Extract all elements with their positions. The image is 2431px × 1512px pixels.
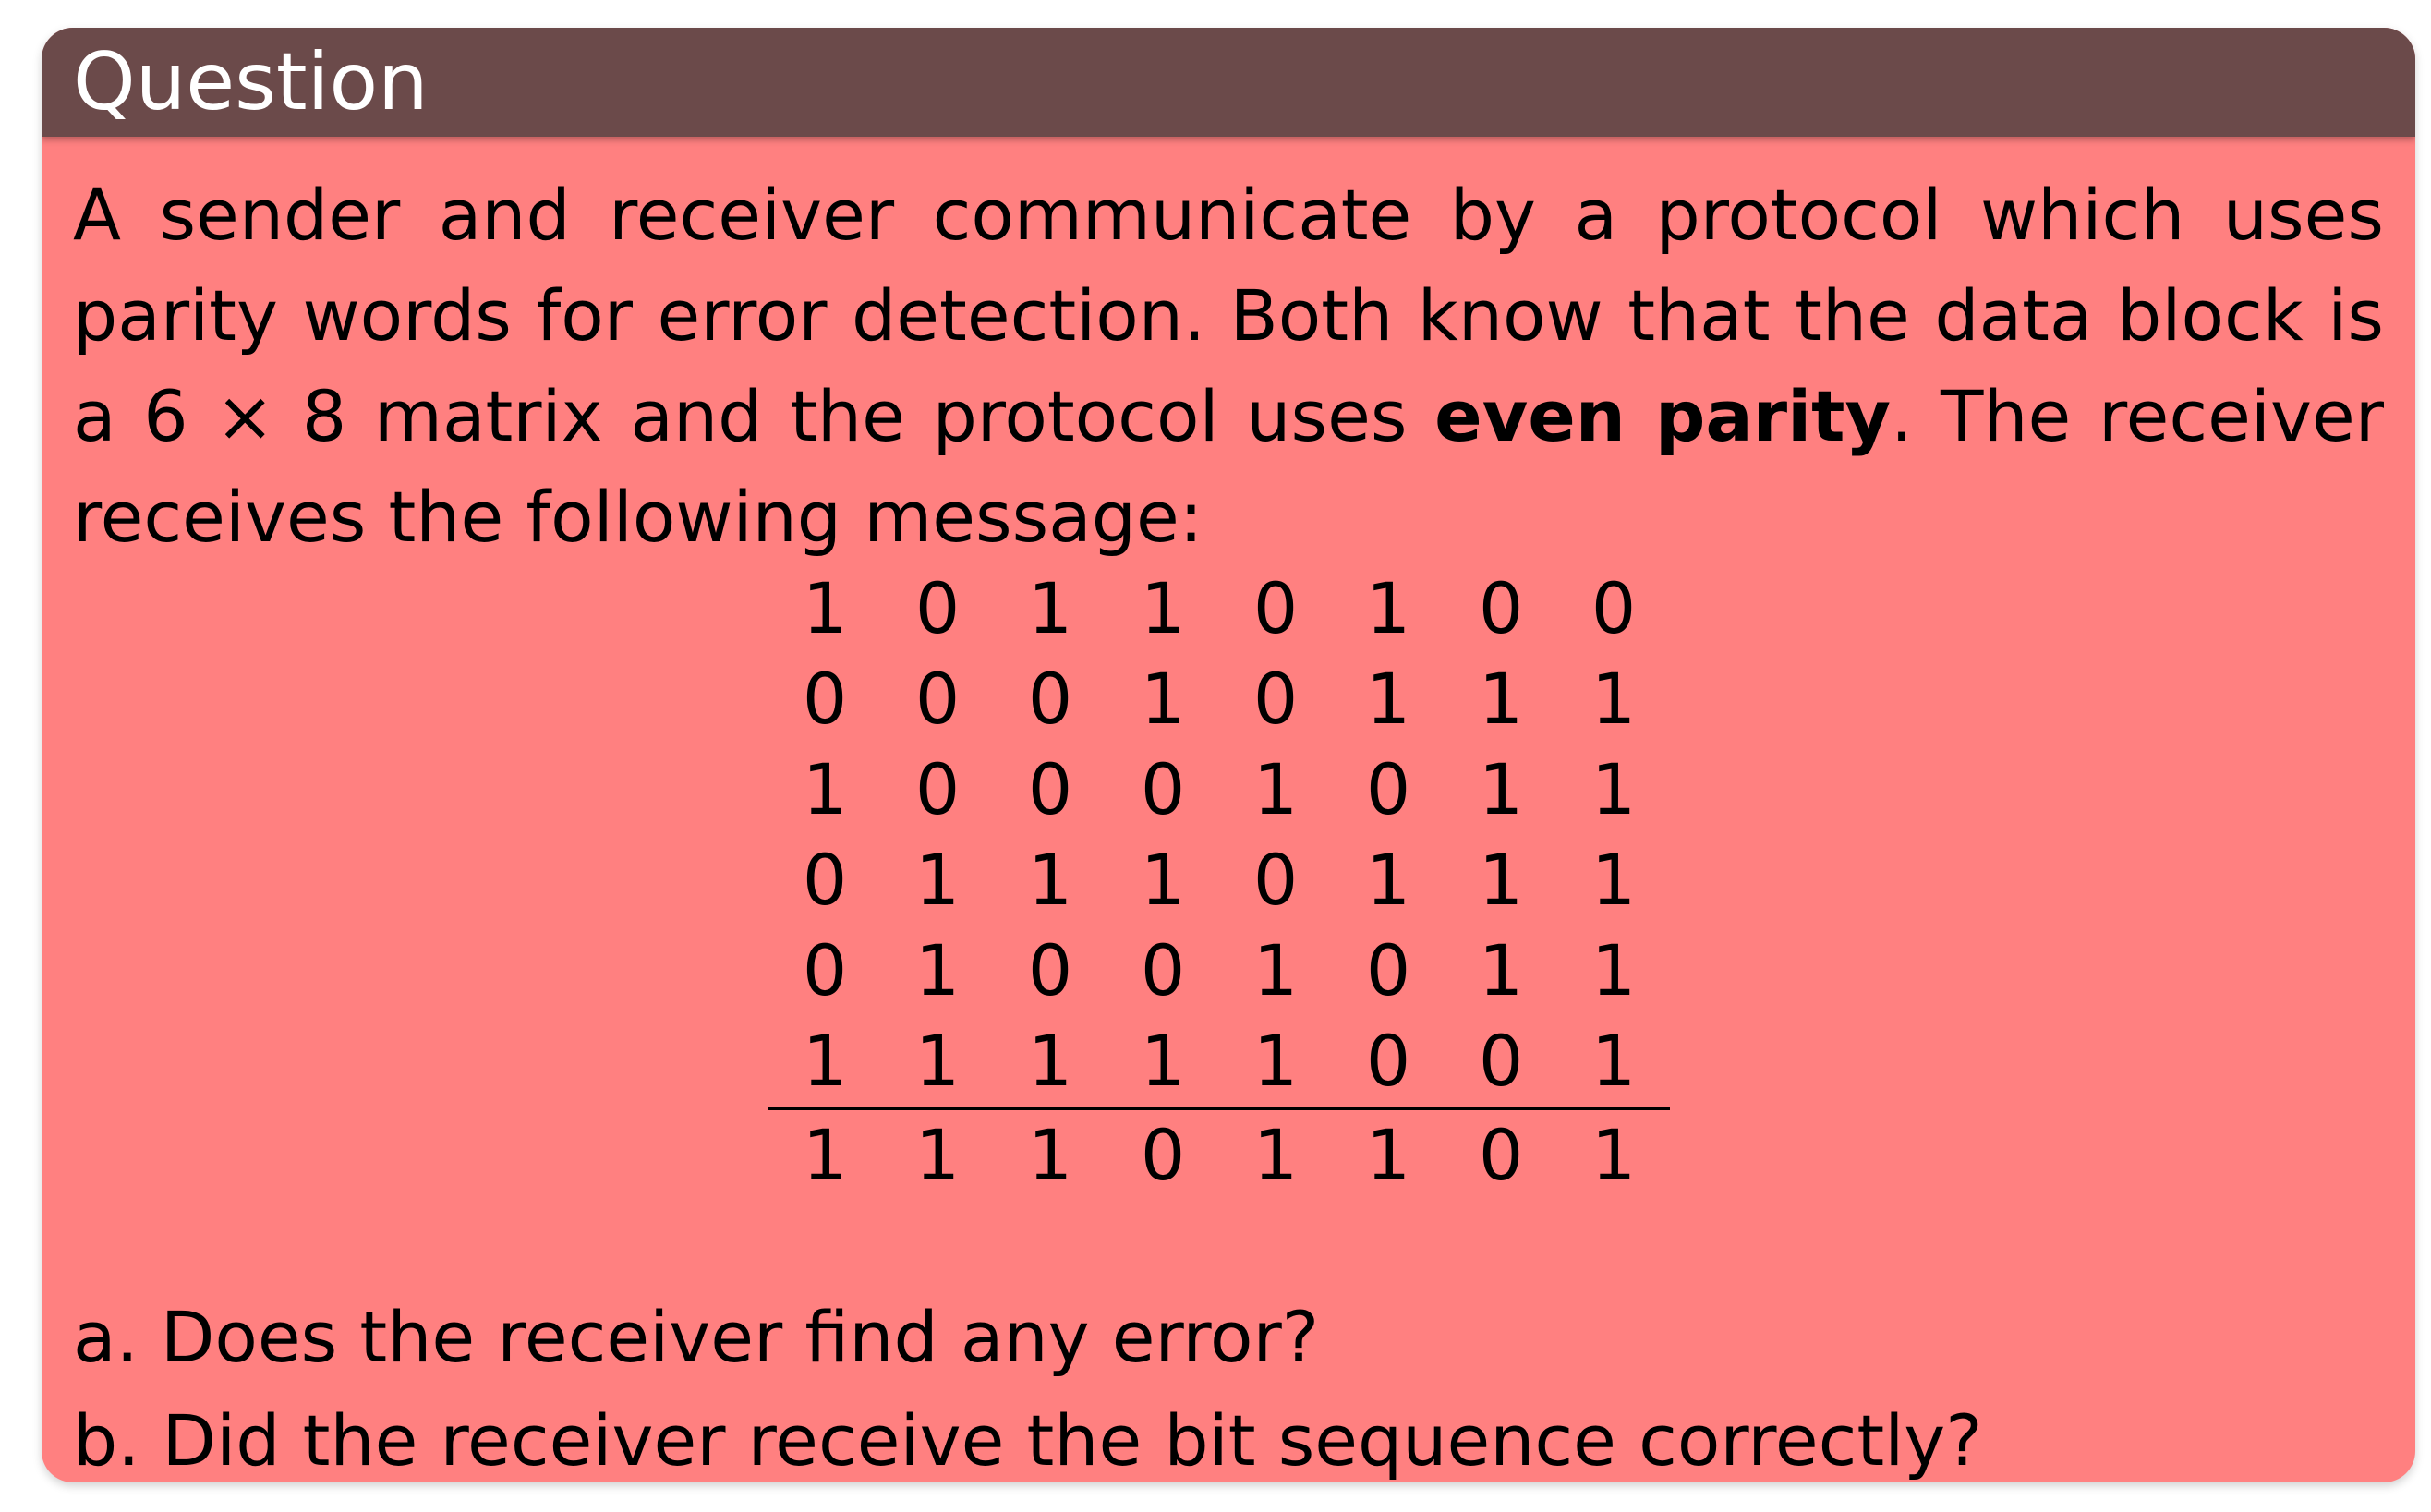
parity-cell: 0 [1445,1107,1557,1201]
bit-cell: 0 [914,658,961,740]
bit-cell: 0 [1027,748,1073,830]
bit-cell: 1 [1027,839,1073,921]
matrix-row: 1 1 1 1 1 0 0 1 [768,1016,1670,1108]
bit-cell: 0 [1478,1020,1524,1102]
matrix-row: 0 0 0 1 0 1 1 1 [768,654,1670,744]
parity-cell: 1 [881,1107,994,1201]
bit-matrix: 1 0 1 1 0 1 0 0 0 0 0 1 0 [768,563,1670,1201]
matrix-row: 1 0 1 1 0 1 0 0 [768,563,1670,654]
parity-cell: 1 [1557,1107,1670,1201]
bit-cell: 1 [1365,658,1411,740]
paragraph-bold: even parity [1434,375,1892,457]
bit-cell: 0 [1140,929,1186,1011]
bit-cell: 1 [1140,839,1186,921]
bit-cell: 1 [1590,748,1637,830]
question-b: b. Did the receiver receive the bit sequ… [73,1399,1983,1482]
parity-row: 1 1 1 0 1 1 0 1 [768,1107,1670,1201]
bit-cell: 1 [914,839,961,921]
bit-cell: 1 [1590,839,1637,921]
bit-cell: 1 [1027,567,1073,649]
parity-cell: 1 [1219,1107,1332,1201]
bit-cell: 1 [1140,1020,1186,1102]
bit-cell: 0 [1478,567,1524,649]
bit-cell: 1 [1478,748,1524,830]
bit-cell: 0 [802,839,848,921]
parity-cell: 1 [768,1107,881,1201]
bit-cell: 0 [1365,1020,1411,1102]
bit-cell: 1 [802,748,848,830]
bit-cell: 1 [802,567,848,649]
bit-cell: 0 [1027,658,1073,740]
question-block: Question A sender and receiver communica… [42,28,2415,1482]
paragraph-part2: . The receiver receives the following me… [73,375,2384,558]
block-title: Question [42,28,2415,137]
bit-cell: 1 [1365,839,1411,921]
bit-cell: 0 [1252,839,1299,921]
matrix-container: 1 0 1 1 0 1 0 0 0 0 0 1 0 [64,563,2375,1201]
question-paragraph: A sender and receiver communicate by a p… [73,164,2384,567]
matrix-row: 0 1 1 1 0 1 1 1 [768,835,1670,925]
bit-cell: 1 [802,1020,848,1102]
bit-cell: 0 [802,929,848,1011]
bit-cell: 1 [1140,658,1186,740]
matrix-row: 0 1 0 0 1 0 1 1 [768,925,1670,1016]
parity-cell: 0 [1107,1107,1219,1201]
bit-cell: 0 [802,658,848,740]
bit-cell: 0 [1252,567,1299,649]
bit-cell: 1 [1478,839,1524,921]
bit-cell: 0 [1365,929,1411,1011]
bit-cell: 1 [1590,658,1637,740]
bit-cell: 1 [1590,1020,1637,1102]
bit-cell: 0 [1365,748,1411,830]
bit-cell: 1 [1252,1020,1299,1102]
bit-cell: 0 [914,567,961,649]
question-a: a. Does the receiver find any error? [73,1296,1320,1378]
bit-cell: 1 [1590,929,1637,1011]
bit-cell: 1 [1027,1020,1073,1102]
bit-cell: 0 [1590,567,1637,649]
bit-cell: 1 [914,1020,961,1102]
parity-cell: 1 [1332,1107,1445,1201]
bit-cell: 1 [914,929,961,1011]
bit-cell: 1 [1252,748,1299,830]
bit-cell: 1 [1365,567,1411,649]
bit-cell: 1 [1252,929,1299,1011]
question-list: a. Does the receiver find any error? b. … [73,1286,2384,1482]
bit-cell: 1 [1478,658,1524,740]
bit-cell: 0 [1027,929,1073,1011]
bit-cell: 1 [1478,929,1524,1011]
bit-cell: 0 [1252,658,1299,740]
bit-cell: 0 [1140,748,1186,830]
matrix-row: 1 0 0 0 1 0 1 1 [768,744,1670,835]
bit-cell: 0 [914,748,961,830]
parity-cell: 1 [994,1107,1107,1201]
paragraph-part1: A sender and receiver communicate by a p… [73,174,2384,457]
block-body: A sender and receiver communicate by a p… [42,137,2415,1482]
bit-cell: 1 [1140,567,1186,649]
